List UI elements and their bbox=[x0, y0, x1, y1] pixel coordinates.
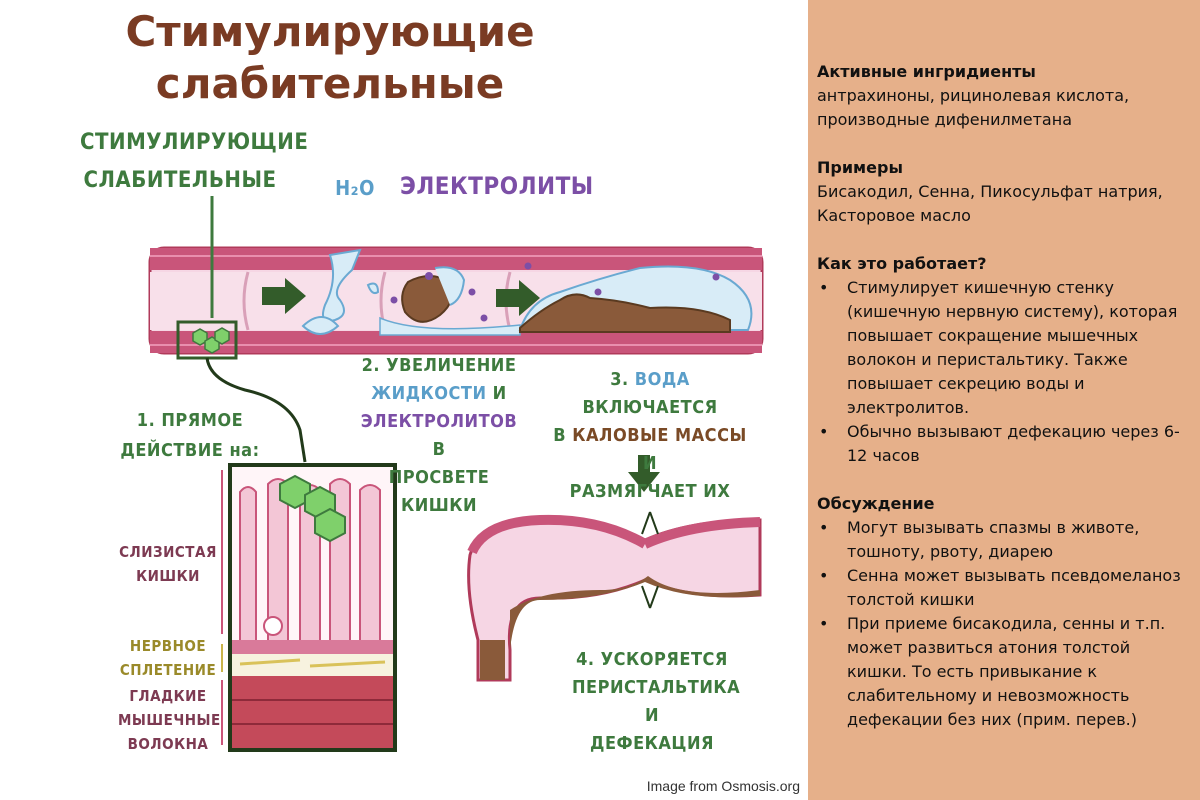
electrolytes-label: ЭЛЕКТРОЛИТЫ bbox=[400, 172, 594, 200]
examples-heading: Примеры bbox=[817, 158, 903, 177]
tissue-detail bbox=[228, 463, 397, 752]
water-fluid bbox=[322, 248, 362, 322]
how-heading: Как это работает? bbox=[817, 254, 987, 273]
discussion-section: Обсуждение Могут вызывать спазмы в живот… bbox=[817, 492, 1188, 732]
image-credit: Image from Osmosis.org bbox=[646, 778, 800, 794]
ingredients-heading: Активные ингридиенты bbox=[817, 62, 1036, 81]
down-arrow bbox=[628, 455, 660, 492]
gut-illustration bbox=[148, 196, 764, 752]
examples-section: Примеры Бисакодил, Сенна, Пикосульфат на… bbox=[817, 156, 1188, 228]
list-item: Сенна может вызывать псевдомеланоз толст… bbox=[817, 564, 1188, 612]
how-section: Как это работает? Стимулирует кишечную с… bbox=[817, 252, 1188, 468]
contracting-colon bbox=[467, 511, 762, 682]
list-item: Стимулирует кишечную стенку (кишечную не… bbox=[817, 276, 1188, 420]
list-item: Могут вызывать спазмы в животе, тошноту,… bbox=[817, 516, 1188, 564]
discussion-list: Могут вызывать спазмы в животе, тошноту,… bbox=[817, 516, 1188, 732]
flow-arrow-2 bbox=[496, 280, 540, 316]
discussion-heading: Обсуждение bbox=[817, 494, 935, 513]
ingredients-text: антрахиноны, рицинолевая кислота, произв… bbox=[817, 86, 1130, 129]
step2-label: 2. УВЕЛИЧЕНИЕ ЖИДКОСТИ И ЭЛЕКТРОЛИТОВ В … bbox=[360, 355, 518, 516]
title-line-2: слабительные bbox=[155, 59, 505, 108]
info-panel: Активные ингридиенты антрахиноны, рицино… bbox=[808, 0, 1200, 800]
plexus-label: НЕРВНОЕ СПЛЕТЕНИЕ bbox=[119, 637, 217, 679]
mucosa-label: СЛИЗИСТАЯ КИШКИ bbox=[119, 543, 217, 585]
step3-label: 3. ВОДА ВКЛЮЧАЕТСЯ В КАЛОВЫЕ МАССЫ И РАЗ… bbox=[553, 369, 747, 502]
step1-label: 1. ПРЯМОЕ ДЕЙСТВИЕ на: bbox=[120, 410, 260, 461]
diagram-panel: Стимулирующие слабительные bbox=[70, 6, 800, 794]
examples-text: Бисакодил, Сенна, Пикосульфат натрия, Ка… bbox=[817, 182, 1163, 225]
how-list: Стимулирует кишечную стенку (кишечную не… bbox=[817, 276, 1188, 468]
muscle-label: ГЛАДКИЕ МЫШЕЧНЫЕ ВОЛОКНА bbox=[118, 687, 221, 753]
list-item: Обычно вызывают дефекацию через 6-12 час… bbox=[817, 420, 1188, 468]
title-line-1: Стимулирующие bbox=[125, 7, 535, 56]
page-title: Стимулирующие слабительные bbox=[70, 6, 590, 110]
drug-label: СТИМУЛИРУЮЩИЕ СЛАБИТЕЛЬНЫЕ bbox=[80, 130, 309, 193]
step4-label: 4. УСКОРЯЕТСЯ ПЕРИСТАЛЬТИКА И ДЕФЕКАЦИЯ bbox=[572, 649, 741, 754]
flow-arrow-1 bbox=[262, 278, 306, 314]
list-item: При приеме бисакодила, сенны и т.п. може… bbox=[817, 612, 1188, 732]
ingredients-section: Активные ингридиенты антрахиноны, рицино… bbox=[817, 60, 1188, 132]
h2o-label: H₂O bbox=[335, 176, 375, 200]
